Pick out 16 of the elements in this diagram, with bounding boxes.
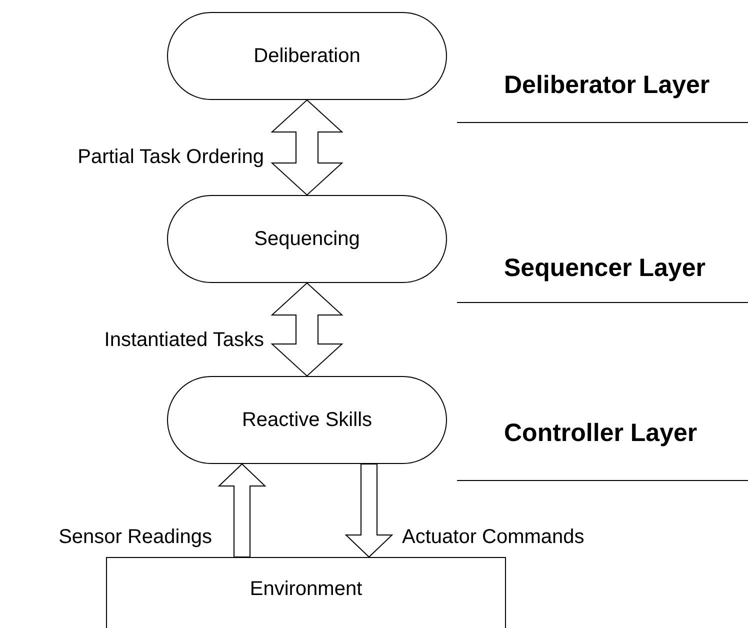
block-arrow — [270, 282, 344, 377]
layer-label: Controller Layer — [504, 418, 698, 448]
node-label: Reactive Skills — [242, 408, 372, 432]
block-arrow — [270, 99, 344, 196]
edge-label: Instantiated Tasks — [104, 328, 264, 352]
block-arrow — [218, 463, 266, 558]
node-label: Sequencing — [254, 228, 360, 250]
layer-label: Sequencer Layer — [504, 253, 706, 283]
edge-label: Actuator Commands — [402, 525, 584, 549]
environment-box — [106, 557, 506, 628]
edge-label: Partial Task Ordering — [78, 145, 264, 169]
layer-label: Deliberator Layer — [504, 70, 710, 100]
block-arrow — [344, 464, 394, 558]
node-label: Deliberation — [254, 44, 360, 68]
edge-label: Sensor Readings — [58, 525, 212, 549]
node-label: Environment — [250, 578, 362, 601]
